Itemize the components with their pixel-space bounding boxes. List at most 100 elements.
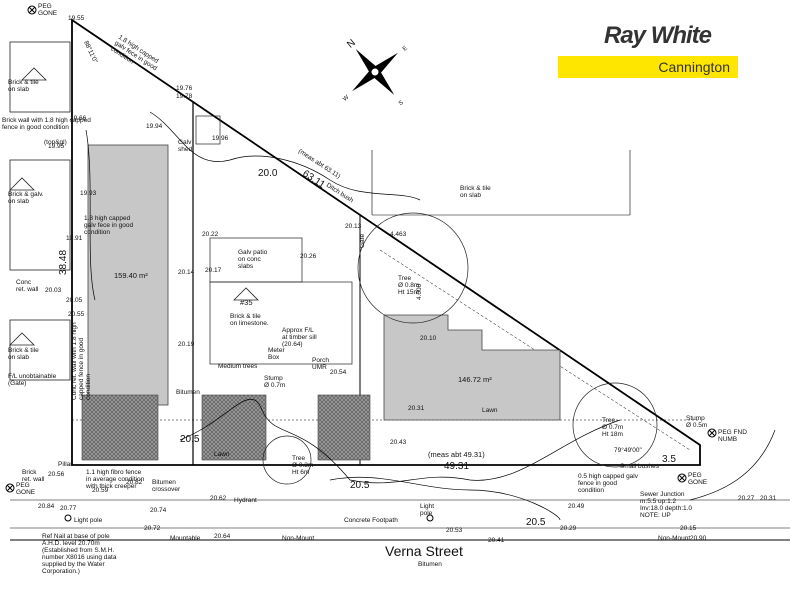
neighbour-house-3 [9,319,71,381]
light-pole-icon-2 [426,514,434,522]
hydrant-label: Hydrant [234,497,257,504]
contour-label-20-5c: 20.5 [526,517,546,528]
spot-level: 19.76 [176,85,193,92]
brand-name: Ray White [604,22,712,49]
contour-label-20-5b: 20.5 [350,480,370,491]
neighbour-house-2 [9,159,71,271]
mountable-label: Mountable [170,535,201,542]
contour-20-0-left [85,129,96,301]
spot-level: 20.59 [92,487,109,494]
angle-label-1: 79°49'00" [614,446,643,454]
footpath-label: Concrete Footpath [344,517,398,524]
spot-level: 20.19 [178,341,195,348]
left-area-label: 159.40 m² [114,271,148,280]
paving-middle [201,394,267,461]
non-mount-label-2: Non-Mount [658,535,690,542]
centre-house [209,281,353,365]
lot-boundary [71,18,701,466]
paving-left [81,394,159,461]
spot-level: 20.54 [330,369,347,376]
spot-level: 20.62 [210,495,227,502]
light-pole-label: Light pole [74,517,103,524]
spot-level: 20.43 [390,439,407,446]
spot-level: 19.93 [80,190,97,197]
contour-20-0-top [149,111,421,201]
tree-canopy-1 [357,212,469,324]
peg-gone-icon-left [5,483,15,493]
spot-level: 20.15 [680,525,697,532]
brand-office: Cannington [658,59,730,75]
dim-3-5: 3.5 [662,454,676,465]
street-surface: Bitumen [418,561,442,568]
house-label-2: Brick & galv.on slab [8,191,44,205]
spot-level: 20.14 [178,269,195,276]
contour-label-20-0: 20.0 [258,168,278,179]
contour-20-5 [179,398,621,484]
conc-wall-label-2: Conc ret. wall with 1.8 highcapped fence… [71,322,92,400]
non-mount-label: Non-Mount [282,535,314,542]
pillar-label: Pillar [58,461,73,468]
spot-level: 20.13 [345,223,362,230]
contour-right [689,429,776,501]
svg-text:N: N [345,38,358,51]
spot-level: 20.22 [202,231,219,238]
tree-canopy-3 [262,435,312,485]
peg-gone-icon-right [677,473,687,483]
spot-level: 20.55 [68,311,85,318]
spot-level: 20.31 [408,405,425,412]
spot-level: 20.74 [150,507,167,514]
brand-office-box: Cannington [558,56,738,78]
spot-level: 20.10 [420,335,437,342]
spot-level: 20.64 [214,533,231,540]
bushes-label: Small bushes [620,463,660,470]
right-area-label: 146.72 m² [458,375,492,384]
spot-level: 19.91 [66,235,83,242]
left-house-footprint [87,144,169,406]
spot-level: 20.84 [38,503,55,510]
spot-level: 20.29 [560,525,577,532]
lawn-label-2: Lawn [482,407,498,414]
right-house-footprint [383,314,561,421]
left-dim: 38.48 [58,250,69,275]
dim-4-463: 4.463 [390,231,407,238]
lawn-label-1: Lawn [214,451,230,458]
tree-canopy-2 [572,382,658,468]
spot-level: 19.96 [212,135,229,142]
svg-text:S: S [398,100,405,107]
centre-house-roof [233,287,259,301]
top-diag-dim: 63.11 [300,168,327,191]
spot-level: 20.03 [45,287,62,294]
medium-trees-label: Medium trees [218,363,258,370]
spot-level: 20.31 [760,495,777,502]
light-pole-icon [64,514,72,522]
galv-shed [195,115,221,145]
gate-label: F/L unobtainable(Gate) [8,373,57,387]
spot-level: 20.72 [144,525,161,532]
spot-level: 20.77 [60,505,77,512]
bottom-dim: 49.31 [444,461,469,472]
house-number: #35 [240,298,253,307]
svg-text:E: E [402,46,409,53]
peg-found-icon [707,428,717,438]
spot-level: 20.49 [568,503,585,510]
spot-level: 19.55 [68,15,85,22]
